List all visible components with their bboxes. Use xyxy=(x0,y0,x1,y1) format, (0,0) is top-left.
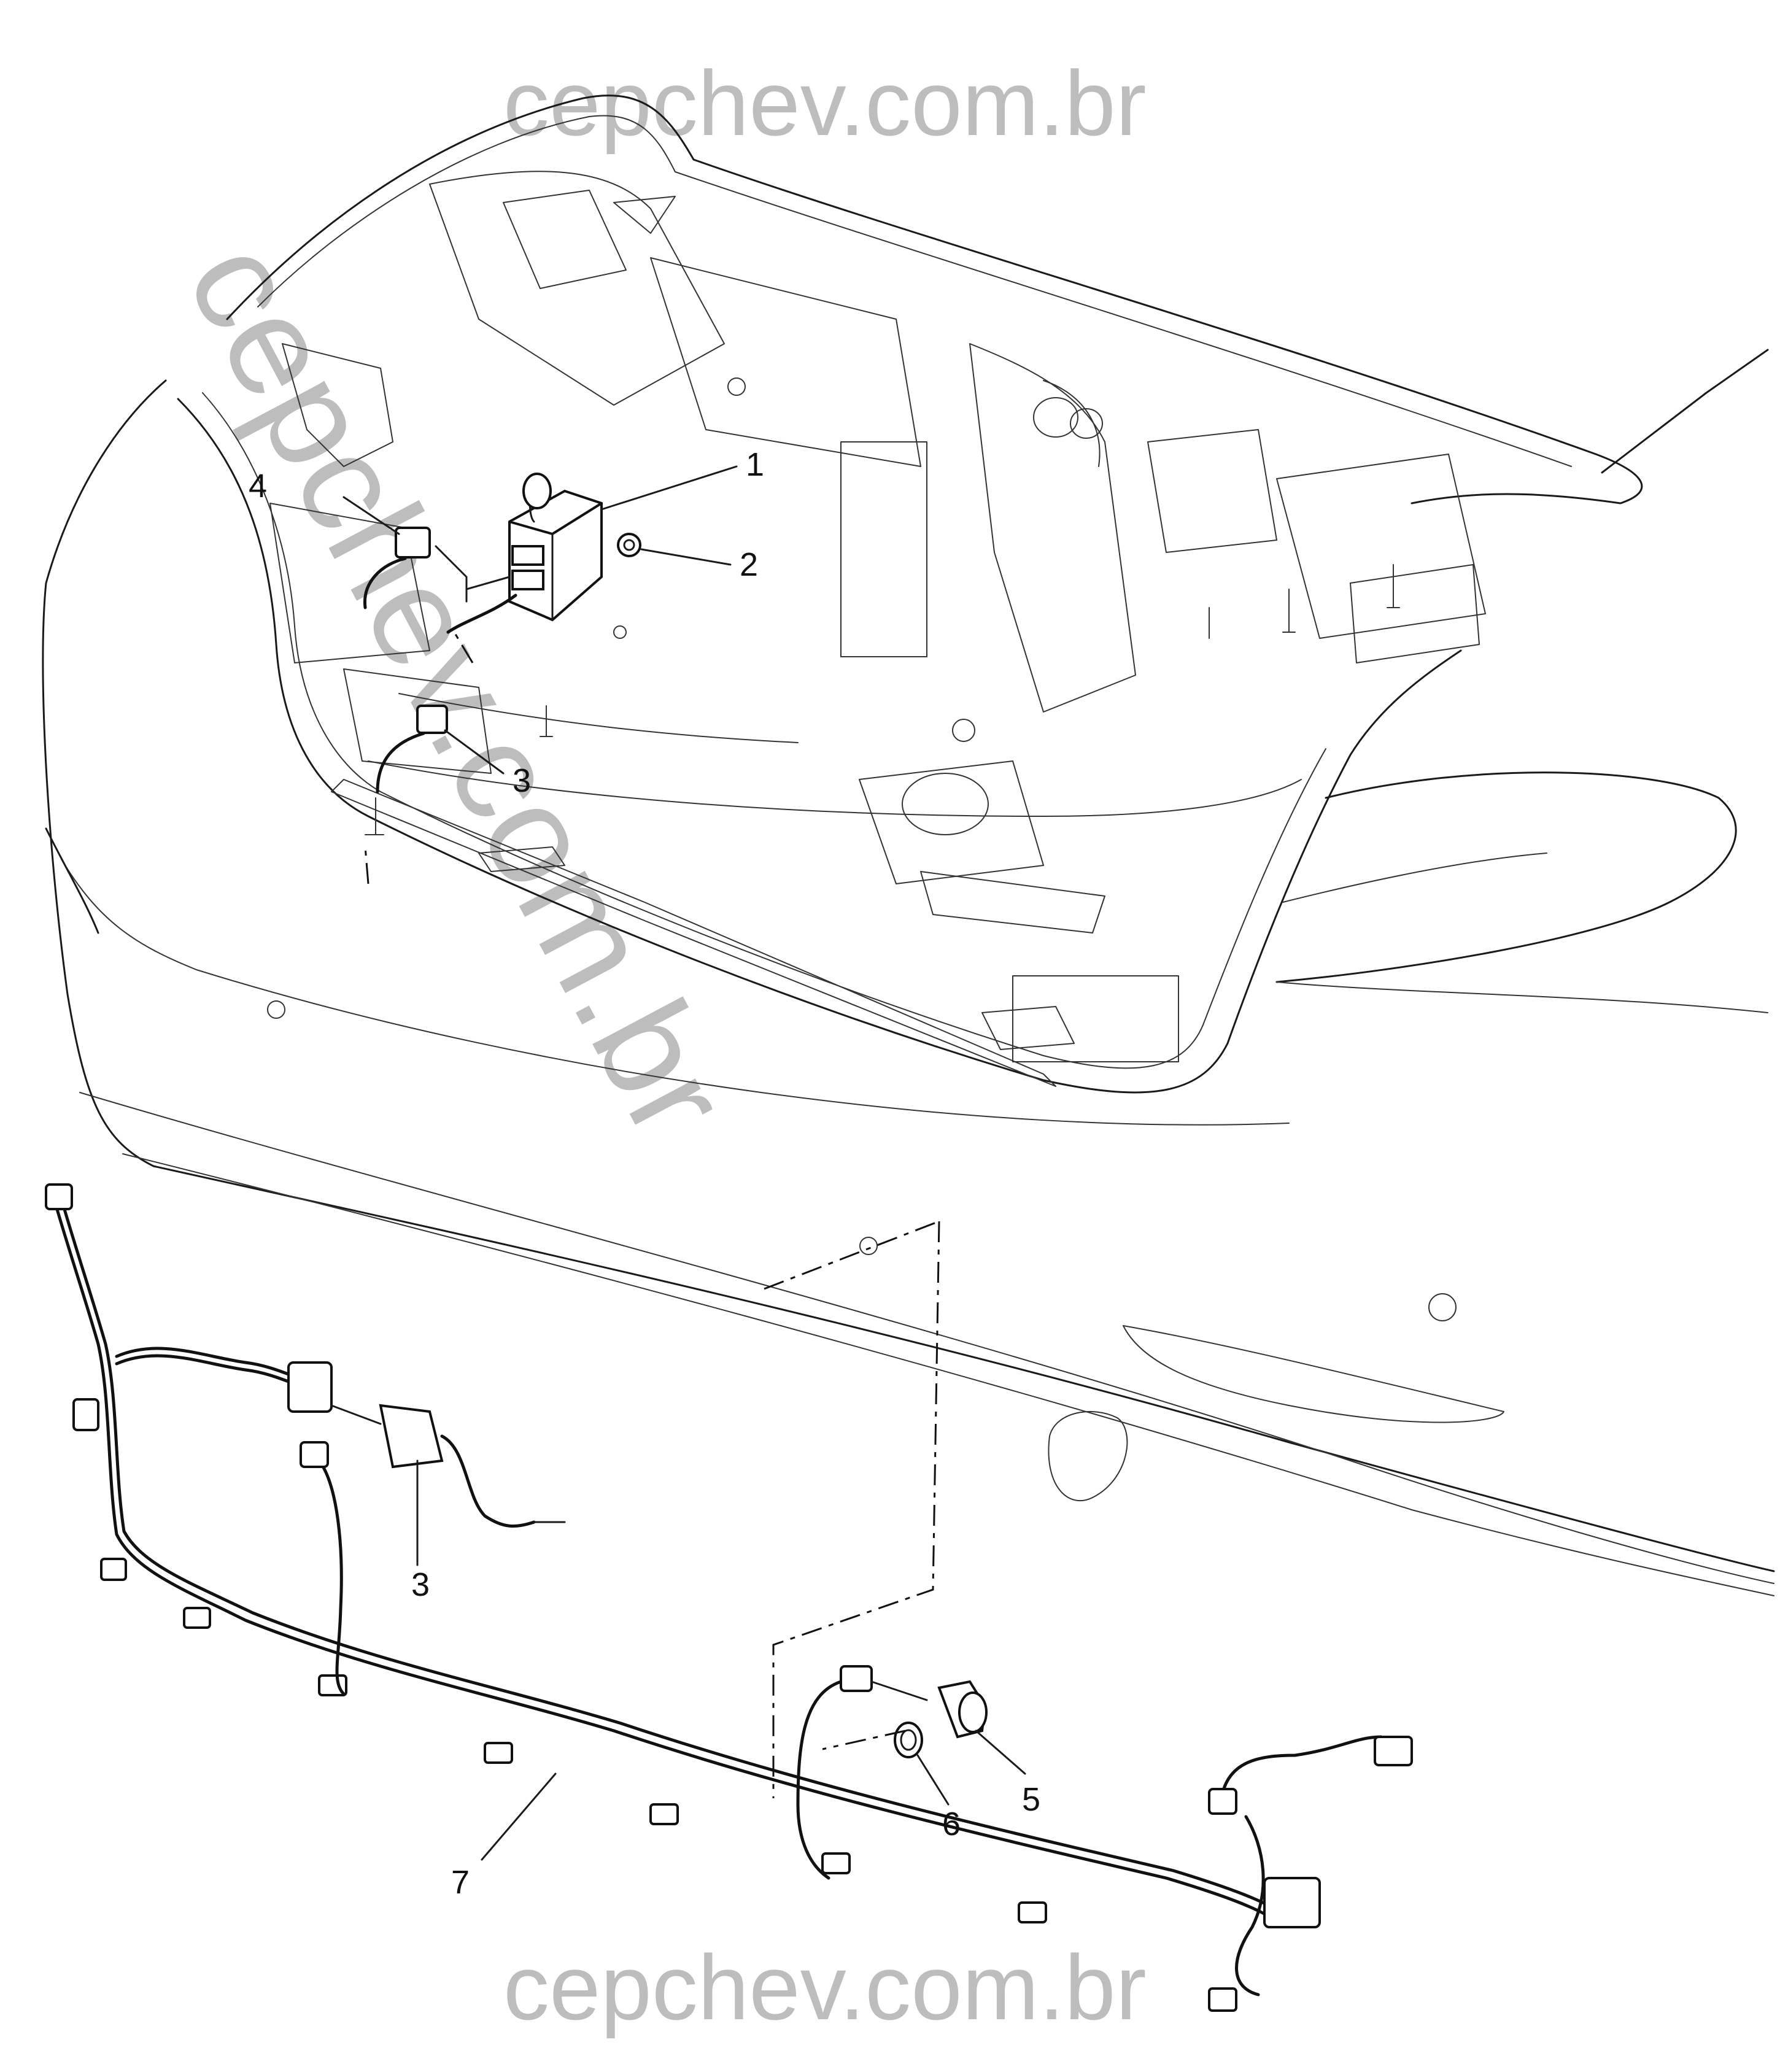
callout-6: 6 xyxy=(942,1806,961,1842)
callout-3-lower: 3 xyxy=(411,1566,430,1603)
leader-lines xyxy=(342,465,1026,1861)
watermark-top: cepchev.com.br xyxy=(503,52,1147,155)
watermark-bottom: cepchev.com.br xyxy=(503,1936,1147,2039)
callout-3-upper: 3 xyxy=(513,762,531,799)
module-harness-connectors xyxy=(363,527,517,835)
car-rear-body xyxy=(42,95,1775,1596)
trunk-interior xyxy=(269,171,1486,1087)
parking-sensor xyxy=(937,1680,988,1739)
rear-bumper-harness xyxy=(45,1183,1413,2012)
lower-connector xyxy=(379,1404,566,1528)
callout-2: 2 xyxy=(740,546,758,583)
callout-7: 7 xyxy=(451,1864,470,1901)
parking-assist-module xyxy=(508,473,603,622)
callout-5: 5 xyxy=(1022,1781,1040,1818)
watermark-diagonal: cepchev.com.br xyxy=(158,216,760,1161)
callout-4: 4 xyxy=(249,468,267,504)
callout-1: 1 xyxy=(746,446,764,483)
module-nut xyxy=(617,533,641,557)
alignment-lines xyxy=(364,632,940,1798)
sensor-bezel xyxy=(894,1722,923,1758)
